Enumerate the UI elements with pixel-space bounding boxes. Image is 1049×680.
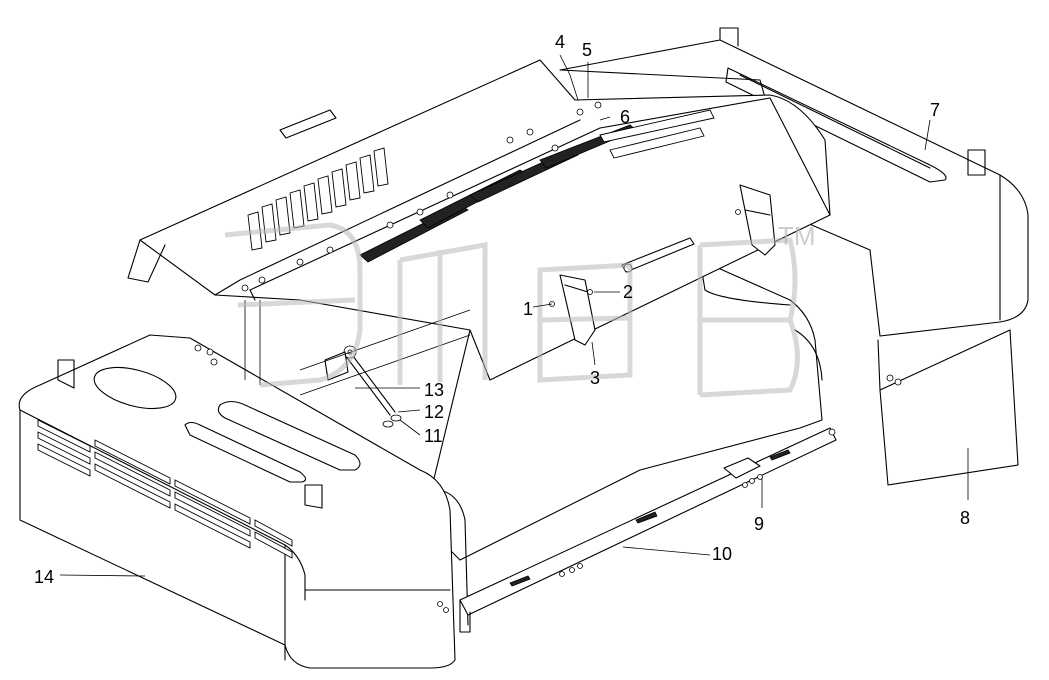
front-grille xyxy=(37,419,293,559)
loose-fasteners xyxy=(194,300,449,613)
callout-1: 1 xyxy=(523,299,533,319)
front-housing-14 xyxy=(18,334,456,669)
callout-labels: 1 2 3 4 5 6 7 8 9 10 11 12 13 14 xyxy=(34,32,970,587)
watermark-trademark: TM xyxy=(778,221,816,251)
callout-13: 13 xyxy=(424,380,444,400)
callout-8: 8 xyxy=(960,508,970,528)
callout-6: 6 xyxy=(620,107,630,127)
leader-lines xyxy=(59,54,969,577)
callout-5: 5 xyxy=(582,40,592,60)
hinge-assembly xyxy=(549,184,776,346)
callout-3: 3 xyxy=(590,368,600,388)
callout-9: 9 xyxy=(754,514,764,534)
callout-12: 12 xyxy=(424,402,444,422)
callout-10: 10 xyxy=(712,544,732,564)
cover-bolts xyxy=(241,101,602,292)
watermark: TM xyxy=(224,221,816,398)
stay-rod-assembly xyxy=(299,309,471,428)
side-panel-8 xyxy=(877,329,1019,486)
bottom-rail-10 xyxy=(459,427,837,633)
callout-14: 14 xyxy=(34,567,54,587)
callout-2: 2 xyxy=(623,282,633,302)
callout-7: 7 xyxy=(930,100,940,120)
callout-4: 4 xyxy=(555,32,565,52)
callout-11: 11 xyxy=(424,426,443,446)
cover-vents xyxy=(247,109,715,263)
